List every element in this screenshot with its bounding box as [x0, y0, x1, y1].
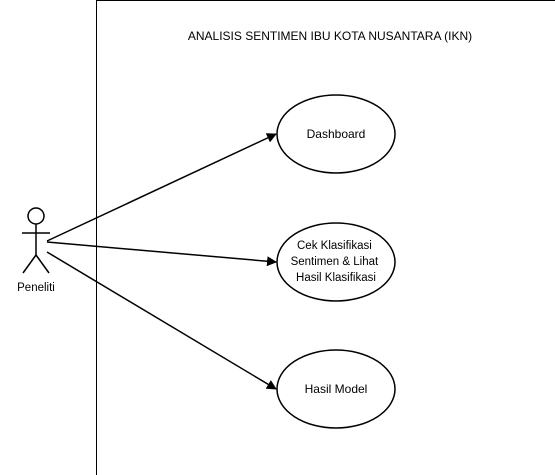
use-case-cek-klasifikasi-line-2: Sentimen & Lihat — [291, 256, 379, 268]
system-title: ANALISIS SENTIMEN IBU KOTA NUSANTARA (IK… — [188, 29, 472, 43]
use-case-dashboard-label: Dashboard — [307, 127, 366, 141]
use-case-hasil-model-label: Hasil Model — [305, 382, 368, 396]
association-cek-klasifikasi — [46, 241, 277, 267]
use-case-cek-klasifikasi-line-3: Hasil Klasifikasi — [296, 272, 376, 284]
svg-text:Dashboard: Dashboard — [307, 127, 366, 141]
use-case-hasil-model[interactable]: Hasil Model — [276, 349, 396, 429]
association-hasil-model — [46, 251, 277, 390]
use-case-dashboard[interactable]: Dashboard — [276, 94, 396, 174]
use-case-cek-klasifikasi[interactable]: Cek Klasifikasi Sentimen & Lihat Hasil K… — [276, 222, 396, 302]
svg-text:Hasil Model: Hasil Model — [305, 382, 368, 396]
system-boundary — [96, 0, 555, 475]
actor-label: Peneliti — [17, 282, 55, 294]
use-case-cek-klasifikasi-line-1: Cek Klasifikasi — [297, 240, 372, 252]
association-dashboard — [46, 133, 277, 242]
actor-icon — [22, 207, 50, 274]
svg-text:Cek Klasifikasi Sentimen: Cek Klasifikasi Sentimen & Lihat Hasil K… — [291, 240, 382, 284]
